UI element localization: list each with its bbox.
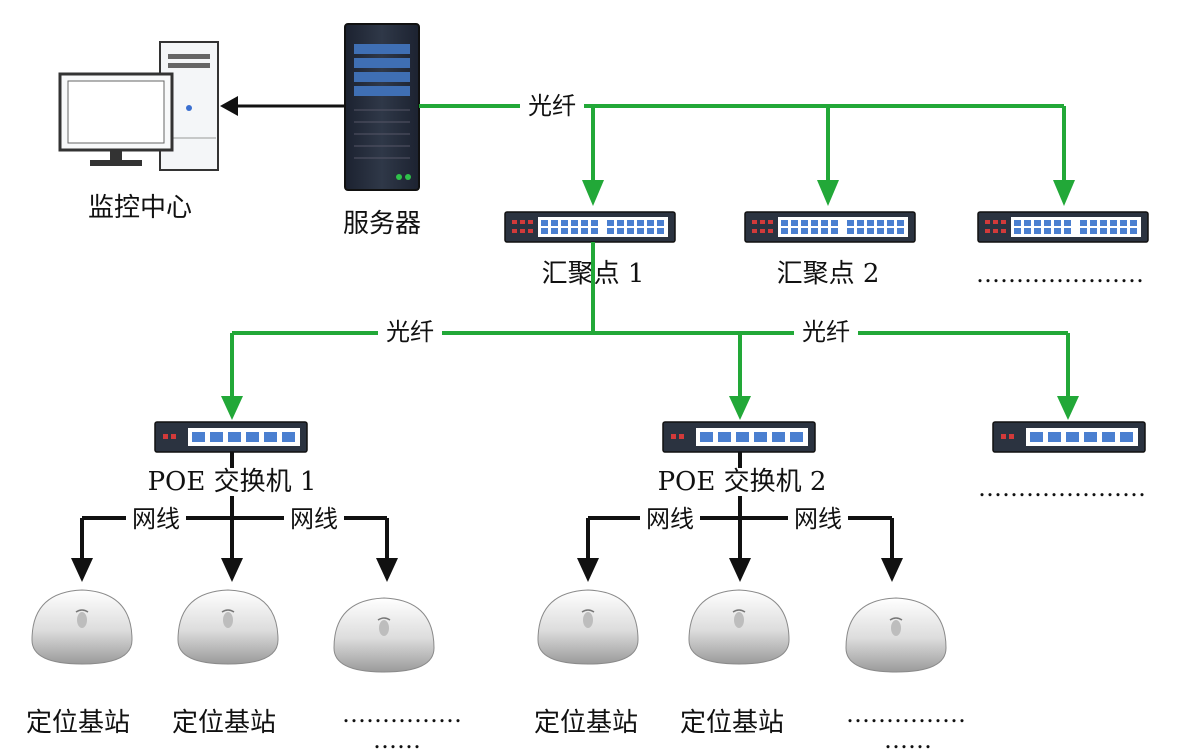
- base-station-dome-5: [688, 589, 790, 665]
- base-station-label-4: 定位基站: [680, 708, 784, 738]
- aggregation-switch-more: [977, 211, 1149, 243]
- second-fiber-bus: [230, 242, 1070, 402]
- base-station-label-1: 定位基站: [26, 708, 130, 738]
- base-station-more-2a: ……………: [846, 700, 966, 728]
- aggregation-more-label: …………………: [976, 260, 1144, 288]
- fiber-label-right: 光纤: [802, 318, 850, 346]
- cable-label-1a: 网线: [132, 505, 180, 533]
- base-station-dome-1: [31, 589, 133, 665]
- base-station-dome-4: [537, 589, 639, 665]
- base-station-dome-3: [333, 597, 435, 673]
- aggregation-switch-2: [744, 211, 916, 243]
- fiber-label-top: 光纤: [528, 92, 576, 120]
- aggregation-switch-1: [504, 211, 676, 243]
- poe-switch-1-label: POE 交换机 1: [148, 467, 317, 497]
- base-station-more-2b: ……: [884, 726, 932, 754]
- aggregation-2-label: 汇聚点 2: [777, 259, 880, 289]
- poe-switch-2-label: POE 交换机 2: [658, 467, 827, 497]
- poe-switch-more-label: …………………: [978, 474, 1146, 502]
- base-station-dome-2: [177, 589, 279, 665]
- monitor-center-icon: [58, 41, 219, 171]
- poe-switch-2: [662, 421, 816, 453]
- cable-label-2a: 网线: [646, 505, 694, 533]
- server-icon: [344, 23, 420, 191]
- base-station-label-3: 定位基站: [534, 708, 638, 738]
- fiber-label-left: 光纤: [386, 318, 434, 346]
- cable-label-1b: 网线: [290, 505, 338, 533]
- poe-switch-1: [154, 421, 308, 453]
- base-station-dome-6: [845, 597, 947, 673]
- cable-label-2b: 网线: [794, 505, 842, 533]
- monitor-center-label: 监控中心: [88, 193, 192, 223]
- top-fiber-bus: [419, 104, 1066, 186]
- server-label: 服务器: [343, 209, 421, 239]
- top-fiber-arrows: [582, 180, 1075, 206]
- base-station-more-1b: ……: [373, 726, 421, 754]
- second-fiber-arrows: [221, 396, 1079, 420]
- base-station-more-1a: ……………: [342, 700, 462, 728]
- poe-switch-more: [992, 421, 1146, 453]
- base-station-label-2: 定位基站: [172, 708, 276, 738]
